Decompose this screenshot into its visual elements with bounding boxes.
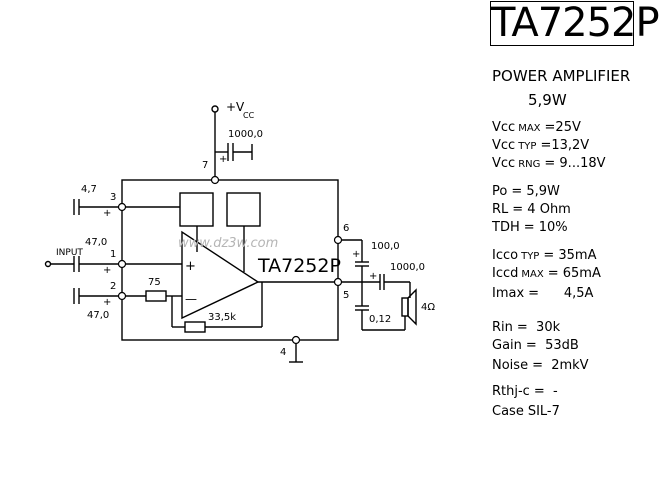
spec-value: = 53dB (525, 338, 579, 353)
c-pin3-value: 4,7 (81, 184, 97, 195)
spec-subscript: TYP (521, 251, 540, 262)
spec-subscript: MAX (518, 123, 541, 134)
resistor-feedback (184, 321, 206, 333)
spec-value: = - (533, 384, 558, 399)
pin-1-node (117, 259, 127, 269)
c-pin2-value: 47,0 (87, 310, 109, 321)
description-line2: 5,9W (528, 91, 567, 109)
r-fb-value: 33,5k (208, 312, 236, 323)
spec-symbol: Imax (492, 286, 525, 301)
watermark: www.dz3w.com (178, 236, 278, 251)
circuit-schematic: +V CC 1000,0 + TA7252P www.dz3w.com + — … (44, 100, 435, 363)
c-supply-value: 1000,0 (228, 129, 263, 140)
c-pin3-plus: + (103, 208, 111, 219)
spec-value: = 4,5A (528, 286, 594, 301)
c-in-plus: + (103, 265, 111, 276)
spec-symbol: Icco (492, 248, 519, 263)
chip-label: TA7252P (257, 255, 341, 277)
input-label: INPUT (56, 248, 83, 258)
spec-symbol: Noise (492, 358, 529, 373)
vcc-subscript: CC (243, 111, 255, 120)
c-in-value: 47,0 (85, 237, 107, 248)
pin-4-label: 4 (280, 347, 286, 358)
pin-5-node (333, 277, 343, 287)
spec-value: = 2mkV (532, 358, 589, 373)
c-pin6-plus: + (352, 249, 360, 260)
spec-symbol: Gain (492, 338, 522, 353)
spec-subscript: MAX (521, 269, 544, 280)
spec-row: TDH= 10% (492, 220, 568, 237)
opamp-minus: — (185, 292, 197, 306)
pin-5-label: 5 (343, 290, 349, 301)
speaker-cone (407, 288, 417, 326)
c-pin2-plus: + (103, 297, 111, 308)
resistor-75 (145, 290, 167, 302)
spec-row: Rthj-c= - (492, 384, 558, 401)
pin-1-label: 1 (110, 249, 116, 260)
pin-2-label: 2 (110, 281, 116, 292)
c-out-value: 1000,0 (390, 262, 425, 273)
spec-value: = 5,9W (511, 184, 560, 199)
spec-subscript: TYP (518, 141, 537, 152)
pin-3-label: 3 (110, 192, 116, 203)
spec-row: Noise= 2mkV (492, 358, 589, 375)
opamp-triangle (181, 230, 260, 320)
spec-symbol: Rthj-c (492, 384, 530, 399)
r-75-value: 75 (148, 277, 161, 288)
vcc-label: +V (226, 100, 245, 114)
spec-symbol: TDH (492, 220, 520, 235)
spec-symbol: Rin (492, 320, 513, 335)
spec-subscript: RNG (518, 159, 541, 170)
input-terminal (44, 260, 52, 268)
spec-symbol: Vcc (492, 156, 516, 171)
speaker-body (401, 297, 409, 317)
spec-value: = 65mA (547, 266, 601, 281)
spec-symbol: Iccd (492, 266, 519, 281)
c-012-value: 0,12 (369, 314, 391, 325)
spec-value: SIL-7 (527, 404, 560, 419)
vcc-terminal (211, 105, 219, 113)
spec-symbol: Case (492, 404, 524, 419)
spec-row: Rin= 30k (492, 320, 560, 337)
spec-symbol: Vcc (492, 120, 516, 135)
pin-7-node (210, 175, 220, 185)
pin-6-label: 6 (343, 223, 349, 234)
spec-value: = 9...18V (544, 156, 606, 171)
spec-symbol: Po (492, 184, 508, 199)
description-line1: POWER AMPLIFIER (492, 67, 631, 85)
spec-symbol: RL (492, 202, 509, 217)
pin-6-node (333, 235, 343, 245)
speaker-label: 4Ω (421, 302, 435, 313)
pin-2-node (117, 291, 127, 301)
spec-row: Imax= 4,5A (492, 286, 593, 303)
spec-symbol: Vcc (492, 138, 516, 153)
spec-value: = 30k (516, 320, 561, 335)
pin-4-node (291, 335, 301, 345)
spec-value: =13,2V (540, 138, 590, 153)
spec-row: Po= 5,9W (492, 184, 560, 201)
spec-value: = 35mA (543, 248, 597, 263)
c-out-plus: + (369, 271, 377, 282)
c-pin6-value: 100,0 (371, 241, 400, 252)
c-supply-plus: + (219, 154, 227, 165)
part-number-title: TA7252P (490, 0, 659, 46)
pin-3-node (117, 202, 127, 212)
spec-value: =25V (544, 120, 581, 135)
internal-block-1 (179, 192, 214, 227)
spec-value: = 10% (523, 220, 568, 235)
pin-7-label: 7 (202, 160, 208, 171)
spec-value: = 4 Ohm (512, 202, 571, 217)
spec-row: Gain= 53dB (492, 338, 579, 355)
opamp-plus: + (185, 259, 196, 274)
internal-block-2 (226, 192, 261, 227)
spec-row: RL= 4 Ohm (492, 202, 571, 219)
